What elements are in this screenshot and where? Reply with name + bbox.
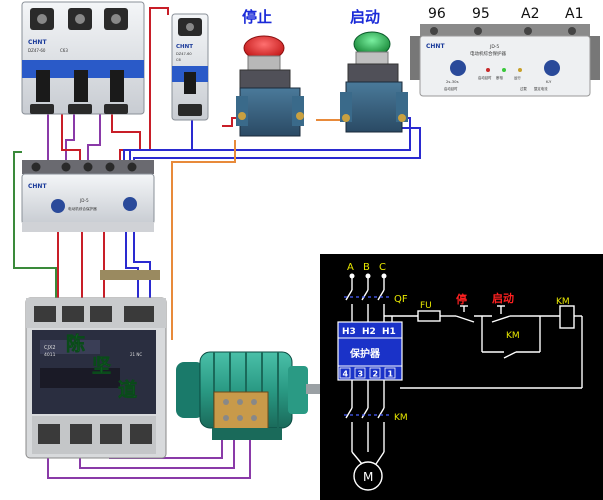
ac-contactor: CJX2 4011 21 NC 陈坚道 xyxy=(25,270,167,459)
protector-led-1: 断相 xyxy=(496,75,503,80)
protector-desc: 电动机综合保护器 xyxy=(470,50,506,57)
relay-terminal-2: A2 xyxy=(521,6,539,22)
protector-led-4: 启动延时 xyxy=(444,86,458,91)
relay-desc: 电动机综合保护器 xyxy=(68,206,97,211)
protector-led-5: 过载 xyxy=(520,86,527,91)
protector-model: JD-5 xyxy=(489,44,499,50)
protector-bottom-3: 3 xyxy=(358,370,364,379)
three-pole-breaker: CHNT DZ47-60 C63 xyxy=(21,1,145,115)
phase-label-B: B xyxy=(363,262,370,273)
relay-terminal-labels: 96 95 A2 A1 xyxy=(428,6,583,22)
field-wiring xyxy=(13,7,421,479)
schematic-main-contact-label: KM xyxy=(394,413,408,423)
breaker1-brand: CHNT xyxy=(176,44,193,50)
protector-terminal-box-4 xyxy=(339,367,351,379)
protector-led-0: 启动延时 xyxy=(478,75,492,80)
contactor-model: CJX2 xyxy=(44,345,56,351)
relay-model: JD-5 xyxy=(79,198,89,203)
stop-pushbutton: 停止 xyxy=(236,8,304,137)
schematic-fuse xyxy=(417,310,441,322)
protector-terminal-box-2 xyxy=(369,367,381,379)
protector-knob-right: K-Y xyxy=(546,79,552,84)
protector-led-labels: 启动延时断相运行整定电流启动延时过载 xyxy=(444,75,548,91)
protector-top-H3: H3 xyxy=(342,327,356,337)
protector-terminal-box-3 xyxy=(354,367,366,379)
schematic-hold-contact xyxy=(503,351,517,359)
relay-terminal-1: 95 xyxy=(472,6,490,22)
schematic-fu-label: FU xyxy=(420,301,432,311)
protector-bottom-4: 4 xyxy=(343,370,349,379)
schematic-stop xyxy=(455,305,475,323)
schematic-stop-label: 停 xyxy=(456,292,467,306)
protector-top-H1: H1 xyxy=(382,327,396,337)
contactor-aux: 21 NC xyxy=(130,352,142,357)
relay-brand: CHNT xyxy=(28,183,47,190)
single-pole-breaker: CHNT DZ47-60 C6 xyxy=(171,13,209,121)
start-pushbutton: 启动 xyxy=(340,8,408,133)
stop-button-label: 停止 xyxy=(242,8,272,26)
start-button-label: 启动 xyxy=(350,8,380,26)
breaker1-model: DZ47-60 xyxy=(176,52,192,56)
schematic-start-label: 启动 xyxy=(492,291,514,305)
protection-relay: CHNT JD-5 电动机综合保护器 xyxy=(21,160,155,232)
protector-led-2: 运行 xyxy=(514,75,521,80)
breaker3-model: DZ47-60 xyxy=(28,48,46,53)
phase-label-A: A xyxy=(347,262,354,273)
schematic-coil-label: KM xyxy=(556,297,570,307)
protector-top-H2: H2 xyxy=(362,327,376,337)
schematic-start xyxy=(491,305,520,323)
protector-brand: CHNT xyxy=(426,43,445,50)
electric-motor xyxy=(176,351,324,440)
contactor-rating: 4011 xyxy=(44,352,56,358)
breaker1-rating: C6 xyxy=(176,58,182,62)
protector-knob-left: 2s-30s xyxy=(446,79,459,84)
breaker3-brand: CHNT xyxy=(28,39,47,46)
protector-bottom-2: 2 xyxy=(373,370,379,379)
relay-terminal-0: 96 xyxy=(428,6,446,22)
phase-label-C: C xyxy=(379,262,386,273)
protector-top-terminals: H3 H2 H1 xyxy=(342,327,396,337)
schematic-qf-label: QF xyxy=(394,294,408,305)
watermark-text: 陈坚道 xyxy=(66,332,137,401)
protector-bottom-1: 1 xyxy=(388,370,394,379)
relay-terminal-3: A1 xyxy=(565,6,583,22)
breaker3-rating: C63 xyxy=(60,48,68,53)
schematic-hold-label: KM xyxy=(506,331,520,341)
motor-protector-module: 96 95 A2 A1 CHNT JD-5 电动机综合保护器 2s-30s K-Y 启… xyxy=(410,6,600,97)
schematic-motor xyxy=(353,461,383,491)
protector-terminal-box-1 xyxy=(384,367,396,379)
protector-led-3: 整定电流 xyxy=(534,86,548,91)
schematic-motor-label: M xyxy=(363,470,373,484)
schematic-coil xyxy=(559,305,575,329)
schematic-protector-label: 保护器 xyxy=(349,347,381,360)
